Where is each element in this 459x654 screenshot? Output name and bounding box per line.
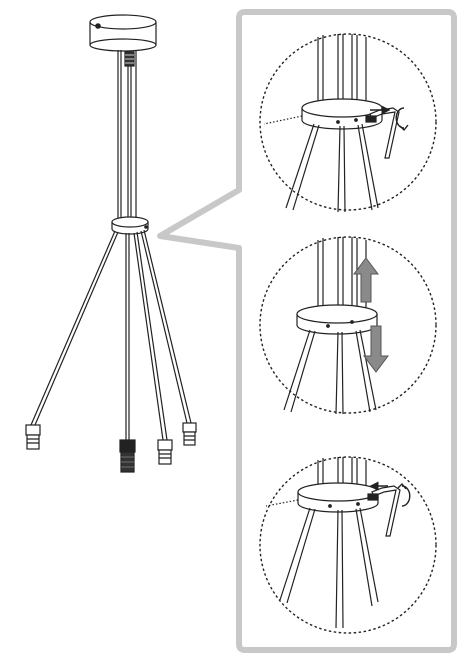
pendant-fixture <box>25 14 197 473</box>
lamp-socket-1 <box>25 424 41 450</box>
suspension-cables <box>117 50 137 222</box>
rotate-clockwise-icon <box>397 482 411 507</box>
rotate-counterclockwise-icon <box>395 107 409 132</box>
detail-panel-2 <box>259 236 437 415</box>
strain-relief <box>124 51 135 67</box>
lamp-socket-2 <box>119 439 136 473</box>
lamp-socket-3 <box>157 439 173 465</box>
canopy-screw-icon <box>95 23 101 29</box>
ceiling-canopy <box>89 14 157 52</box>
arrow-down-icon <box>363 325 389 373</box>
pendant-cords <box>30 229 192 441</box>
arrow-up-icon <box>353 257 379 303</box>
detail-panel-3 <box>259 456 437 634</box>
lamp-socket-4 <box>182 422 197 446</box>
gathering-ring <box>111 216 149 235</box>
detail-panel-1 <box>259 33 437 213</box>
